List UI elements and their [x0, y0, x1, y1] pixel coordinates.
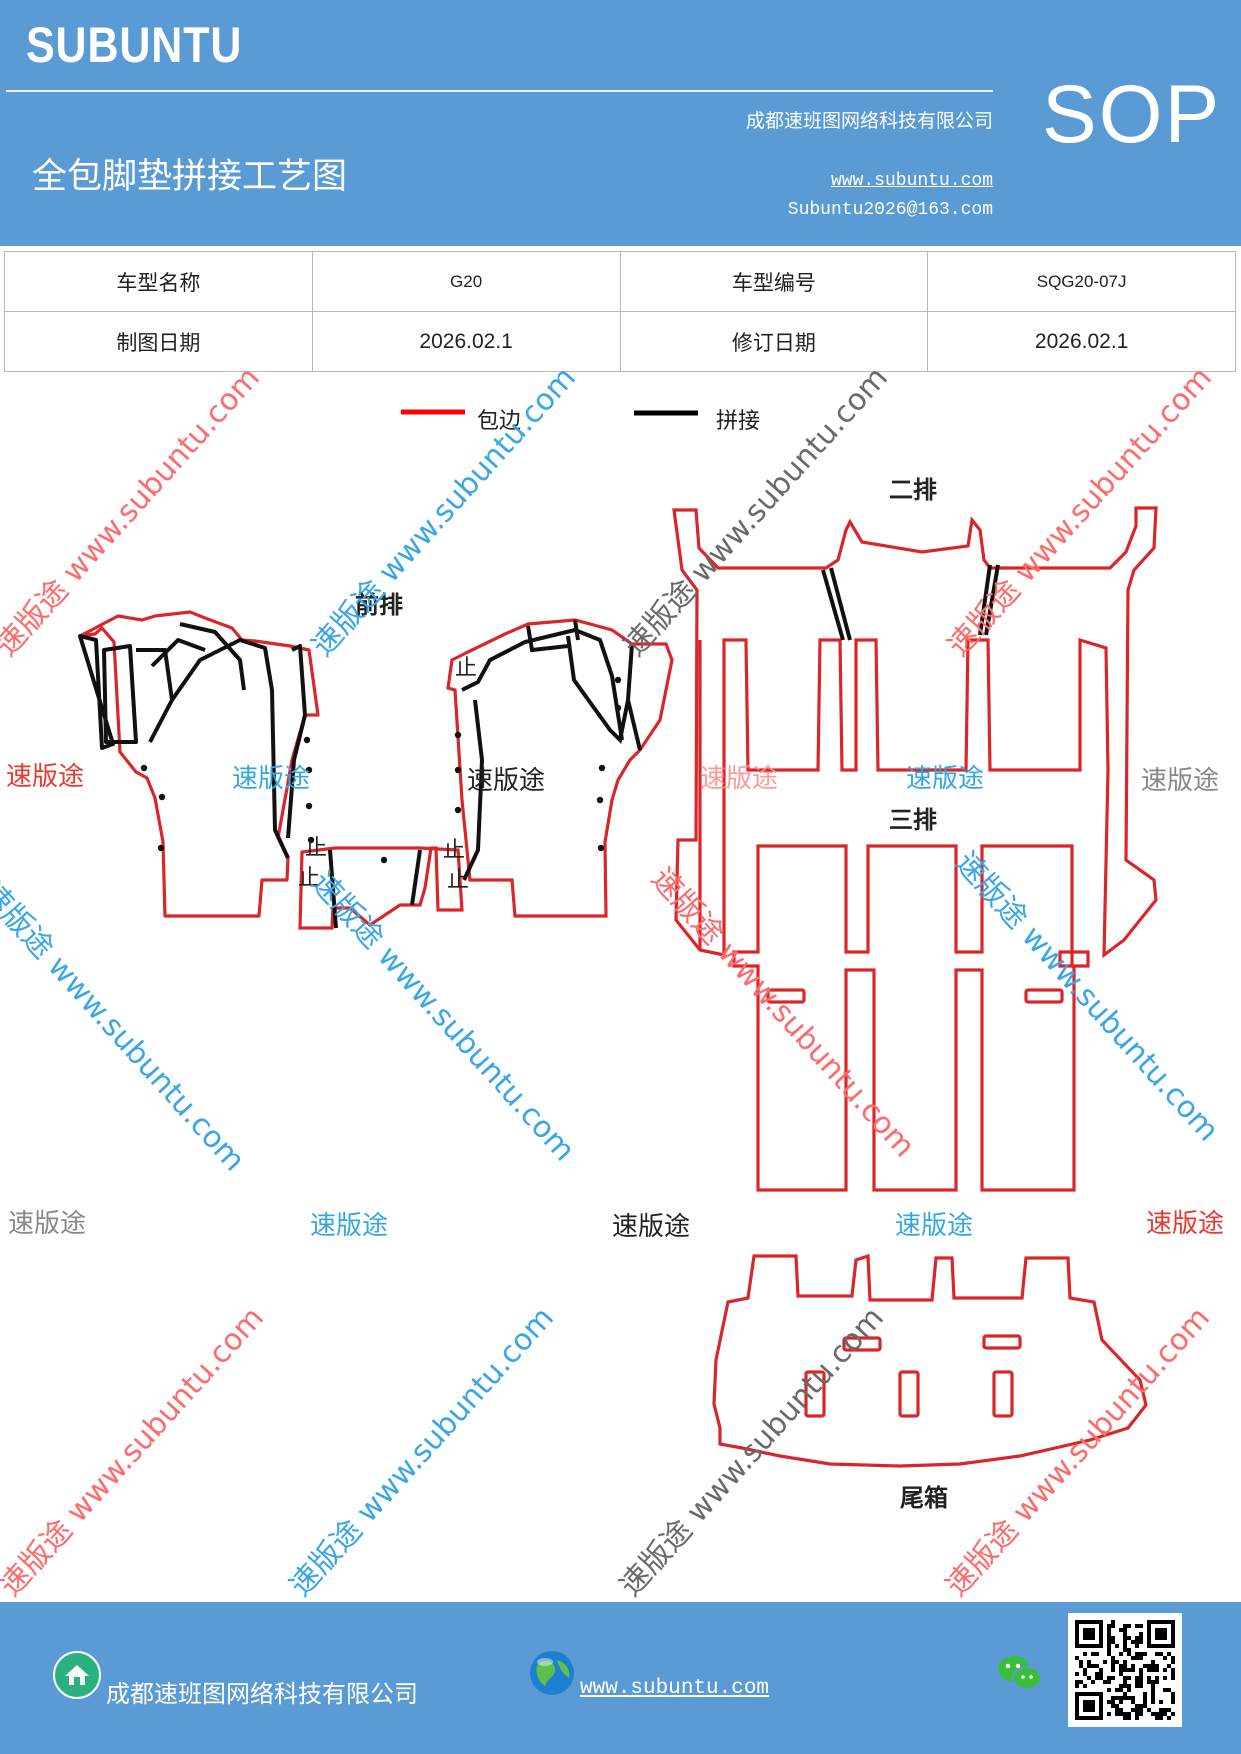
- section-second-label: 二排: [889, 476, 937, 504]
- legend-piping-label: 包边: [477, 409, 522, 434]
- home-icon: [53, 1651, 101, 1699]
- watermark-text: 速版途: [700, 764, 779, 794]
- watermark-text: 速版途: [612, 1212, 691, 1242]
- header-banner: SUBUNTU 成都速班图网络科技有限公司 全包脚垫拼接工艺图 www.subu…: [0, 0, 1241, 246]
- watermark-text: 速版途: [310, 1211, 389, 1241]
- watermark-text: 速版途: [6, 762, 85, 792]
- section-third-label: 三排: [889, 806, 937, 834]
- stop-mark: 止: [455, 656, 478, 681]
- header-company-name: 成都速班图网络科技有限公司: [745, 110, 993, 132]
- watermark-text: 速版途: [906, 764, 985, 794]
- globe-icon: [530, 1651, 574, 1695]
- footer-website-link[interactable]: www.subuntu.com: [580, 1677, 770, 1700]
- front-right-mat: [446, 618, 674, 918]
- section-trunk-label: 尾箱: [900, 1484, 948, 1512]
- qr-code: [1068, 1613, 1182, 1727]
- watermark-text: 速版途: [8, 1209, 87, 1239]
- footer-company-name: 成都速班图网络科技有限公司: [106, 1680, 418, 1708]
- document-title: 全包脚垫拼接工艺图: [32, 157, 348, 197]
- stop-mark: 止: [443, 838, 466, 863]
- header-website-link[interactable]: www.subuntu.com: [830, 171, 993, 191]
- sop-label: SOP: [1042, 69, 1222, 160]
- legend-seam-label: 拼接: [716, 409, 761, 434]
- second-row-mat: [672, 506, 1158, 959]
- model-name-value: G20: [311, 251, 621, 312]
- watermark-text: 速版途: [467, 766, 546, 796]
- vehicle-info-table: 车型名称 G20 车型编号 SQG20-07J 制图日期 2026.02.1 修…: [4, 251, 1236, 372]
- watermark-text: 速版途: [1141, 766, 1220, 796]
- watermark-text: 速版途: [232, 764, 311, 794]
- draw-date-label: 制图日期: [4, 311, 313, 372]
- revision-date-value: 2026.02.1: [927, 311, 1236, 372]
- section-front-label: 前排: [355, 591, 403, 619]
- revision-date-label: 修订日期: [619, 311, 929, 372]
- table-row: 制图日期 2026.02.1 修订日期 2026.02.1: [4, 311, 1236, 372]
- second-row-seams: [821, 564, 1000, 641]
- brand-logo: SUBUNTU: [26, 17, 243, 73]
- stop-mark: 止: [298, 866, 321, 891]
- front-left-mat: [78, 610, 320, 918]
- front-center-mat: [298, 846, 464, 930]
- third-row-mat: [732, 844, 1090, 1192]
- trunk-mat: [712, 1253, 1148, 1468]
- stop-mark: 止: [447, 868, 470, 893]
- watermark-text: 速版途: [895, 1211, 974, 1241]
- model-name-label: 车型名称: [4, 251, 313, 312]
- model-code-label: 车型编号: [619, 251, 929, 312]
- header-divider: [6, 90, 993, 92]
- qr-code-image: [1075, 1620, 1175, 1720]
- header-email: Subuntu2026@163.com: [787, 200, 993, 220]
- watermark-text: 速版途: [1146, 1209, 1225, 1239]
- wechat-icon: [998, 1656, 1042, 1690]
- draw-date-value: 2026.02.1: [311, 311, 621, 372]
- stop-mark: 止: [305, 836, 328, 861]
